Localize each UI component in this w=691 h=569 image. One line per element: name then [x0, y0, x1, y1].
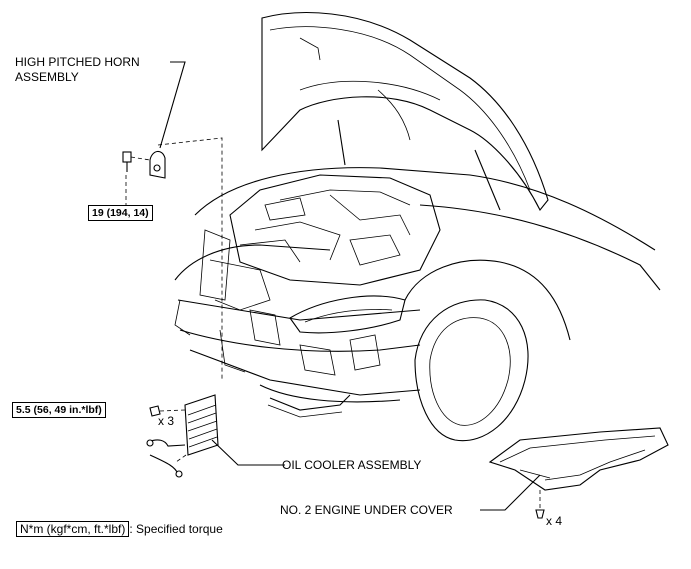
- legend-unit-box: N*m (kgf*cm, ft.*lbf): [16, 521, 130, 537]
- under-cover-part: [480, 427, 669, 519]
- legend-text: : Specified torque: [129, 522, 223, 536]
- under-cover-label: NO. 2 ENGINE UNDER COVER: [280, 503, 453, 517]
- horn-part: [122, 61, 223, 380]
- torque-legend: N*m (kgf*cm, ft.*lbf): Specified torque: [16, 521, 223, 537]
- cooler-bolt-quantity: x 3: [158, 414, 175, 428]
- engine: [174, 174, 441, 376]
- car-body: [174, 167, 661, 442]
- horn-label-line1: HIGH PITCHED HORN: [15, 55, 140, 69]
- cover-clip-quantity: x 4: [546, 514, 563, 528]
- horn-bolt-torque: 19 (194, 14): [88, 205, 153, 221]
- cooler-bolt-torque: 5.5 (56, 49 in.*lbf): [12, 402, 106, 418]
- oil-cooler-label: OIL COOLER ASSEMBLY: [282, 458, 422, 472]
- horn-label-line2: ASSEMBLY: [15, 70, 79, 84]
- hood: [261, 12, 549, 212]
- horn-assembly-label: HIGH PITCHED HORN ASSEMBLY: [15, 55, 140, 85]
- oil-cooler-part: [146, 394, 285, 478]
